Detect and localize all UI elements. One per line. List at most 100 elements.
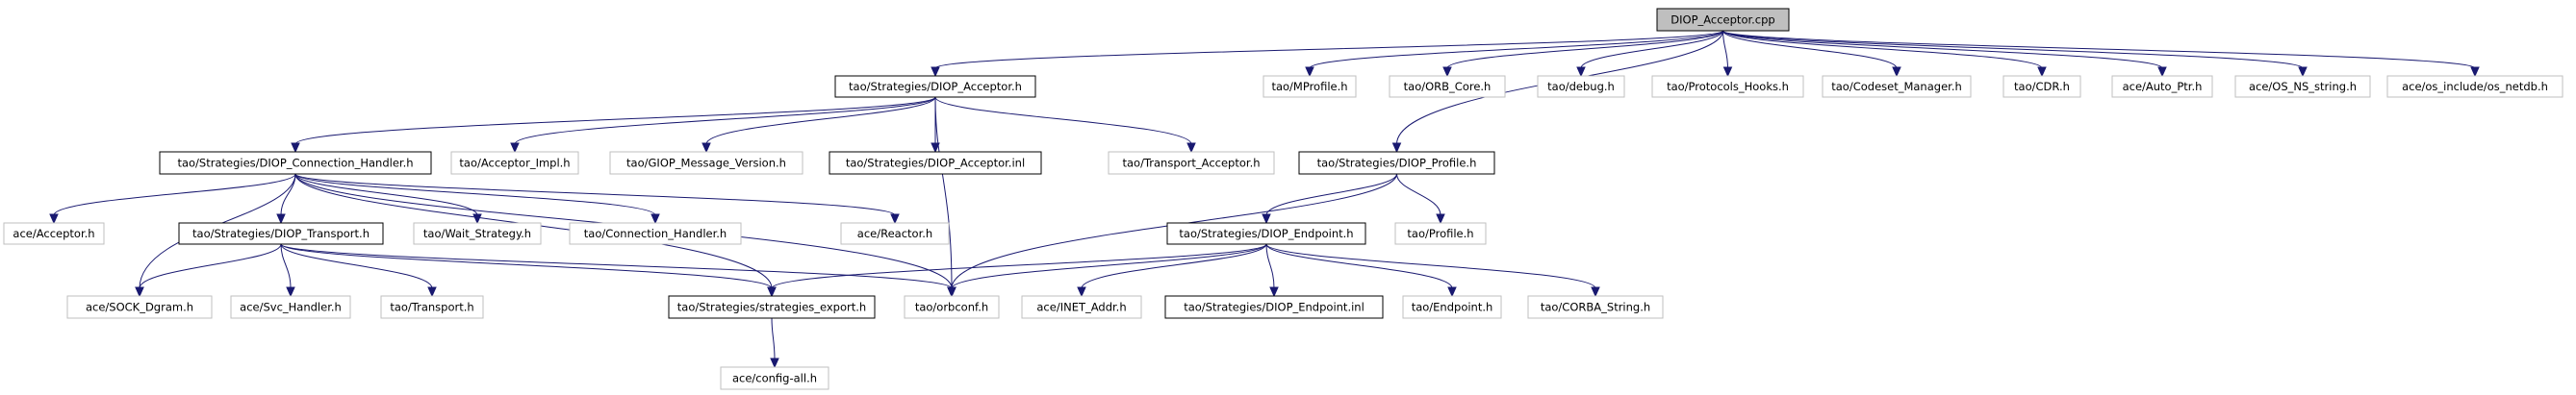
- graph-node[interactable]: tao/Strategies/DIOP_Transport.h: [178, 222, 384, 245]
- graph-node[interactable]: tao/Strategies/DIOP_Profile.h: [1298, 151, 1495, 175]
- graph-node[interactable]: tao/Strategies/strategies_export.h: [668, 295, 876, 319]
- edge-arrowhead: [135, 286, 144, 298]
- node-box: [1262, 75, 1357, 98]
- graph-node[interactable]: tao/Connection_Handler.h: [569, 222, 742, 245]
- node-box: [2386, 75, 2563, 98]
- edge-arrowhead: [1077, 286, 1086, 298]
- node-box: [159, 151, 432, 175]
- edge-arrowhead: [1305, 66, 1314, 78]
- dependency-edge: [49, 173, 296, 225]
- graph-node[interactable]: tao/Strategies/DIOP_Acceptor.inl: [829, 151, 1042, 175]
- node-label: tao/Profile.h: [1407, 227, 1473, 240]
- node-label: tao/Connection_Handler.h: [584, 227, 727, 240]
- edge-arrowhead: [2470, 66, 2480, 78]
- graph-node[interactable]: ace/Svc_Handler.h: [230, 295, 351, 319]
- edge-arrowhead: [510, 142, 520, 154]
- node-box: [1108, 151, 1275, 175]
- edge-arrowhead: [2037, 66, 2047, 78]
- node-box: [1537, 75, 1625, 98]
- node-box: [1527, 295, 1664, 319]
- dependency-edge: [1077, 243, 1267, 298]
- node-label: tao/Strategies/DIOP_Endpoint.h: [1179, 227, 1353, 240]
- dependency-edge: [770, 317, 779, 369]
- graph-node[interactable]: ace/Acceptor.h: [3, 222, 105, 245]
- dependency-edge: [934, 96, 956, 298]
- node-box: [2002, 75, 2081, 98]
- node-label: ace/os_include/os_netdb.h: [2402, 80, 2548, 93]
- dependency-edge: [931, 30, 1723, 78]
- dependency-edge: [767, 243, 1267, 298]
- node-label: ace/Auto_Ptr.h: [2123, 80, 2203, 93]
- node-label: tao/Endpoint.h: [1412, 301, 1493, 314]
- graph-node[interactable]: tao/MProfile.h: [1262, 75, 1357, 98]
- graph-node[interactable]: tao/Strategies/DIOP_Connection_Handler.h: [159, 151, 432, 175]
- dependency-edge: [294, 173, 482, 225]
- dependency-edge: [1265, 243, 1457, 298]
- dependency-edge: [701, 96, 936, 154]
- node-label: ace/Reactor.h: [857, 227, 932, 240]
- node-label: tao/Strategies/DIOP_Acceptor.h: [849, 80, 1022, 93]
- graph-node[interactable]: tao/Strategies/DIOP_Acceptor.h: [834, 75, 1036, 98]
- node-box: [1164, 295, 1384, 319]
- graph-node[interactable]: ace/SOCK_Dgram.h: [66, 295, 213, 319]
- graph-node[interactable]: tao/Codeset_Manager.h: [1822, 75, 1972, 98]
- graph-node[interactable]: tao/ORB_Core.h: [1389, 75, 1506, 98]
- graph-node[interactable]: tao/GIOP_Message_Version.h: [609, 151, 803, 175]
- edge-arrowhead: [286, 286, 295, 298]
- graph-node[interactable]: tao/debug.h: [1537, 75, 1625, 98]
- node-label: tao/Protocols_Hooks.h: [1667, 80, 1789, 93]
- graph-node[interactable]: ace/Reactor.h: [840, 222, 950, 245]
- node-label: tao/Strategies/DIOP_Endpoint.inl: [1184, 301, 1365, 314]
- graph-node[interactable]: tao/orbconf.h: [904, 295, 1000, 319]
- edge-arrowhead: [2157, 66, 2167, 78]
- graph-node[interactable]: tao/Strategies/DIOP_Endpoint.h: [1166, 222, 1366, 245]
- node-box: [450, 151, 579, 175]
- graph-node[interactable]: ace/Auto_Ptr.h: [2111, 75, 2213, 98]
- node-box: [720, 366, 829, 390]
- edge-arrowhead: [1591, 286, 1600, 298]
- graph-node[interactable]: tao/CORBA_String.h: [1527, 295, 1664, 319]
- graph-node[interactable]: tao/Transport_Acceptor.h: [1108, 151, 1275, 175]
- node-box: [380, 295, 484, 319]
- node-box: [3, 222, 105, 245]
- graph-node[interactable]: ace/config-all.h: [720, 366, 829, 390]
- dependency-edge: [280, 243, 295, 298]
- graph-node[interactable]: tao/Wait_Strategy.h: [413, 222, 542, 245]
- graph-node[interactable]: tao/Transport.h: [380, 295, 484, 319]
- node-label: tao/orbconf.h: [915, 301, 988, 314]
- node-box: [1651, 75, 1804, 98]
- node-box: [1298, 151, 1495, 175]
- graph-node[interactable]: tao/CDR.h: [2002, 75, 2081, 98]
- dependency-edge: [510, 96, 936, 154]
- dependency-edge: [1576, 30, 1723, 78]
- node-box: [230, 295, 351, 319]
- node-label: tao/Acceptor_Impl.h: [459, 157, 570, 170]
- node-box: [609, 151, 803, 175]
- edge-arrowhead: [1576, 66, 1586, 78]
- graph-node[interactable]: tao/Strategies/DIOP_Endpoint.inl: [1164, 295, 1384, 319]
- node-box: [1021, 295, 1142, 319]
- node-label: tao/MProfile.h: [1271, 80, 1347, 93]
- node-label: ace/Svc_Handler.h: [240, 301, 342, 314]
- dependency-edge: [294, 173, 900, 225]
- node-box: [2234, 75, 2371, 98]
- graph-node[interactable]: tao/Acceptor_Impl.h: [450, 151, 579, 175]
- node-box: [569, 222, 742, 245]
- edge-arrowhead: [767, 286, 777, 298]
- node-box: [840, 222, 950, 245]
- node-label: tao/Strategies/DIOP_Transport.h: [192, 227, 370, 240]
- node-label: tao/Transport.h: [390, 301, 473, 314]
- graph-node[interactable]: ace/os_include/os_netdb.h: [2386, 75, 2563, 98]
- edge-arrowhead: [931, 66, 940, 78]
- graph-node[interactable]: tao/Profile.h: [1394, 222, 1487, 245]
- graph-node[interactable]: DIOP_Acceptor.cpp: [1656, 8, 1790, 32]
- dependency-edge: [1442, 30, 1723, 78]
- graph-node[interactable]: tao/Endpoint.h: [1402, 295, 1502, 319]
- dependency-edge: [1722, 30, 2167, 78]
- graph-node[interactable]: ace/OS_NS_string.h: [2234, 75, 2371, 98]
- dependency-edge: [1722, 30, 2047, 78]
- graph-node[interactable]: tao/Protocols_Hooks.h: [1651, 75, 1804, 98]
- edge-arrowhead: [1262, 213, 1271, 225]
- graph-node[interactable]: ace/INET_Addr.h: [1021, 295, 1142, 319]
